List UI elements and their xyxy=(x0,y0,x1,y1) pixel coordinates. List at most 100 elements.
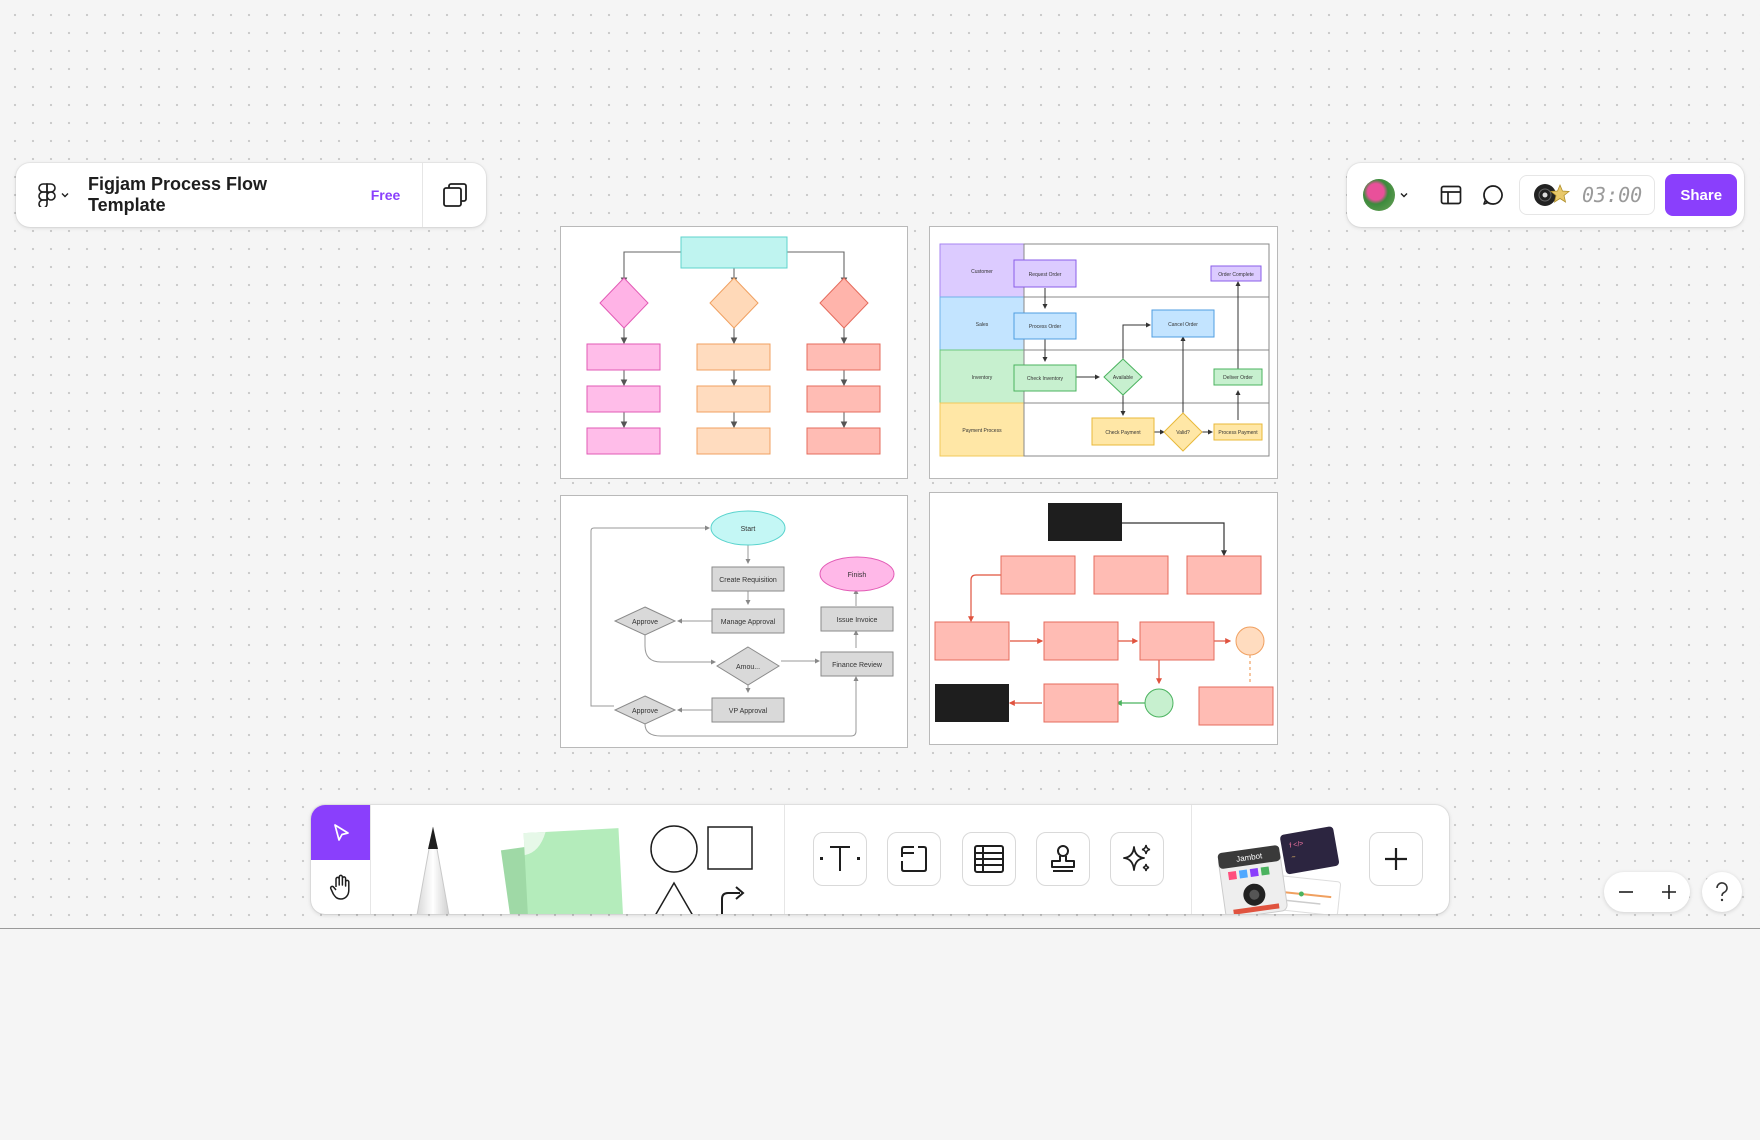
sticky-note-tool-button[interactable] xyxy=(486,823,636,914)
red-nodes-flowchart xyxy=(934,503,1274,726)
flow-frame-swimlane[interactable]: Customer Sales Inventory Payment Process… xyxy=(929,226,1278,479)
node-label: Valid? xyxy=(1176,430,1190,436)
node-label: Order Complete xyxy=(1218,272,1254,278)
node-label: VP Approval xyxy=(729,708,768,715)
node-label: Manage Approval xyxy=(721,619,776,626)
widgets-tool-button[interactable]: f </> ~ Jambot xyxy=(1211,823,1351,914)
hand-tool-button[interactable] xyxy=(311,860,370,914)
table-icon xyxy=(974,845,1004,873)
node-label: Process Payment xyxy=(1218,430,1258,436)
below-canvas-area xyxy=(0,928,1760,1140)
lane-header xyxy=(939,349,1025,404)
creation-toolbar: f </> ~ Jambot xyxy=(311,805,1449,914)
node-label: Request Order xyxy=(1029,272,1062,278)
lane-label: Customer xyxy=(971,269,993,275)
node-label: Start xyxy=(741,526,756,533)
decision-node xyxy=(709,277,759,329)
chevron-down-icon xyxy=(61,193,69,198)
node-label: Create Requisition xyxy=(719,577,777,584)
zoom-in-button[interactable] xyxy=(1651,874,1687,910)
process-node xyxy=(586,385,661,413)
process-node xyxy=(806,427,881,455)
music-disc-icon xyxy=(1534,183,1571,206)
swimlane-flowchart: Customer Sales Inventory Payment Process… xyxy=(939,243,1270,457)
more-tools-button[interactable] xyxy=(1369,832,1423,886)
pages-button[interactable] xyxy=(423,163,486,227)
layout-button[interactable] xyxy=(1431,175,1471,215)
cursor-icon xyxy=(333,823,349,841)
lane-label: Payment Process xyxy=(962,428,1002,434)
process-node xyxy=(806,343,881,371)
shapes-tool-button[interactable] xyxy=(646,823,761,914)
move-tool-button[interactable] xyxy=(311,805,370,860)
toolbar-divider xyxy=(370,805,371,914)
lane-header xyxy=(939,402,1025,457)
flow-frame-three-columns[interactable] xyxy=(560,226,908,479)
process-node xyxy=(696,343,771,371)
node-label: Finance Review xyxy=(832,662,883,669)
toolbar-divider xyxy=(1191,805,1192,914)
three-column-flowchart xyxy=(586,236,881,455)
plus-icon xyxy=(1385,848,1407,870)
decision-node xyxy=(819,277,869,329)
layout-icon xyxy=(1440,185,1462,205)
avatar xyxy=(1363,179,1395,211)
toolbar-divider xyxy=(422,163,424,227)
node-label: Approve xyxy=(632,708,658,715)
comment-icon xyxy=(1483,185,1503,205)
section-tool-button[interactable] xyxy=(887,832,941,886)
stamp-icon xyxy=(1051,845,1075,872)
node-label: Deliver Order xyxy=(1223,375,1253,381)
text-tool-button[interactable] xyxy=(813,832,867,886)
flow-frame-approval[interactable]: Start Create Requisition Manage Approval… xyxy=(560,495,908,748)
stamp-tool-button[interactable] xyxy=(1036,832,1090,886)
help-button[interactable] xyxy=(1702,872,1742,912)
section-icon xyxy=(901,846,927,872)
user-menu-button[interactable] xyxy=(1363,179,1409,211)
timer-value: 03:00 xyxy=(1582,183,1643,207)
flow-frame-red-nodes[interactable] xyxy=(929,492,1278,745)
approval-flowchart: Start Create Requisition Manage Approval… xyxy=(590,510,895,737)
process-node xyxy=(696,427,771,455)
marker-tool-button[interactable] xyxy=(403,823,463,914)
process-node xyxy=(806,385,881,413)
svg-text:f </>: f </> xyxy=(1289,840,1304,849)
node-label: Check Inventory xyxy=(1027,376,1064,382)
pages-icon xyxy=(442,183,467,207)
zoom-controls xyxy=(1604,872,1690,912)
zoom-out-button[interactable] xyxy=(1608,874,1644,910)
node-label: Issue Invoice xyxy=(837,617,878,624)
chevron-down-icon xyxy=(1400,193,1408,198)
question-icon xyxy=(1716,882,1728,902)
node-label: Process Order xyxy=(1029,324,1062,330)
lane-header xyxy=(939,296,1025,351)
toolbar-divider xyxy=(784,805,785,914)
comment-button[interactable] xyxy=(1473,175,1513,215)
node-label: Approve xyxy=(632,619,658,626)
process-node xyxy=(696,385,771,413)
share-button[interactable]: Share xyxy=(1665,174,1738,216)
lane-label: Inventory xyxy=(972,375,993,381)
text-icon xyxy=(820,846,860,871)
node-label: Available xyxy=(1113,375,1133,381)
figma-logo-icon xyxy=(38,183,56,207)
timer-button[interactable]: 03:00 xyxy=(1519,175,1656,215)
decision-node xyxy=(599,277,649,329)
node-label: Amou... xyxy=(736,664,760,671)
file-toolbar: Figjam Process Flow Template Free xyxy=(16,163,486,227)
process-node xyxy=(586,427,661,455)
top-node xyxy=(680,236,788,269)
node-label: Finish xyxy=(848,572,867,579)
widget-label: Jambot xyxy=(1236,851,1264,864)
plus-icon xyxy=(1661,885,1676,899)
table-tool-button[interactable] xyxy=(962,832,1016,886)
plan-badge[interactable]: Free xyxy=(370,187,401,203)
node-label: Check Payment xyxy=(1105,430,1141,436)
main-menu-button[interactable] xyxy=(16,163,80,227)
hand-icon xyxy=(329,874,350,900)
lane-label: Sales xyxy=(976,322,989,328)
sparkle-icon xyxy=(1123,844,1151,872)
ai-tool-button[interactable] xyxy=(1110,832,1164,886)
document-title[interactable]: Figjam Process Flow Template xyxy=(88,174,268,215)
minus-icon xyxy=(1618,891,1633,893)
